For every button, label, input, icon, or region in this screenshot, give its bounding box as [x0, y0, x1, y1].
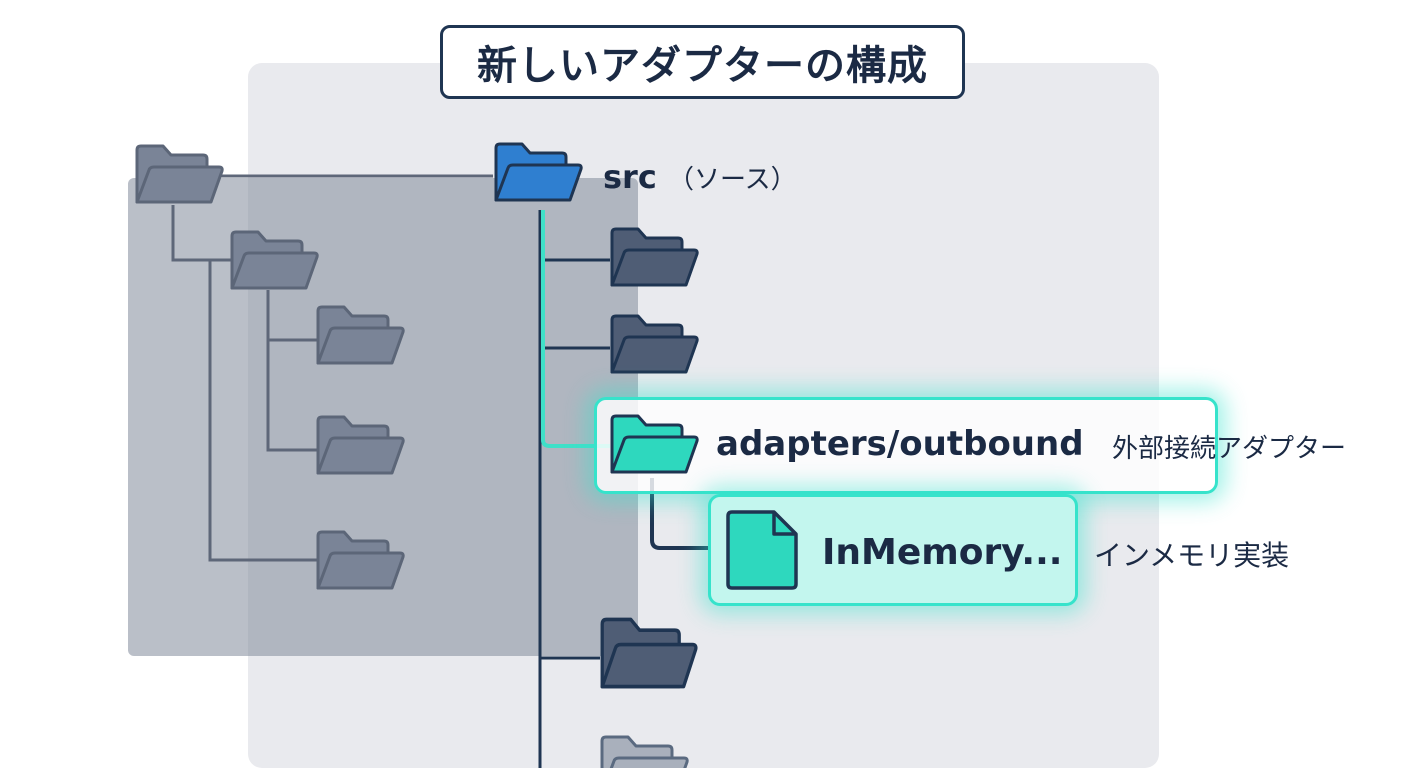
folder-icon [610, 314, 699, 374]
faded-folder-icon [230, 230, 319, 290]
highlighted-file-name: InMemory... [822, 532, 1063, 573]
file-connector [650, 478, 728, 550]
folder-icon [600, 617, 698, 689]
faded-folder-icon [135, 144, 224, 204]
folder-icon [610, 227, 699, 287]
highlighted-folder-note: 外部接続アダプター [1112, 434, 1347, 464]
root-folder-name: src [603, 158, 657, 196]
root-folder-label: src （ソース） [603, 158, 797, 196]
root-folder-note: （ソース） [667, 165, 797, 195]
faded-folder-icon [316, 305, 405, 365]
faded-folder-icon [316, 415, 405, 475]
highlighted-file-note: インメモリ実装 [1094, 539, 1290, 572]
faded-folder-icon [316, 530, 405, 590]
faded-tree-connectors [171, 174, 493, 562]
highlighted-folder-name: adapters/outbound [716, 424, 1084, 464]
main-tree-connectors [538, 210, 610, 768]
folder-icon [600, 735, 689, 768]
diagram-title: 新しいアダプターの構成 [440, 25, 965, 99]
highlight-path-connector [541, 210, 610, 448]
root-folder-icon [494, 142, 583, 202]
